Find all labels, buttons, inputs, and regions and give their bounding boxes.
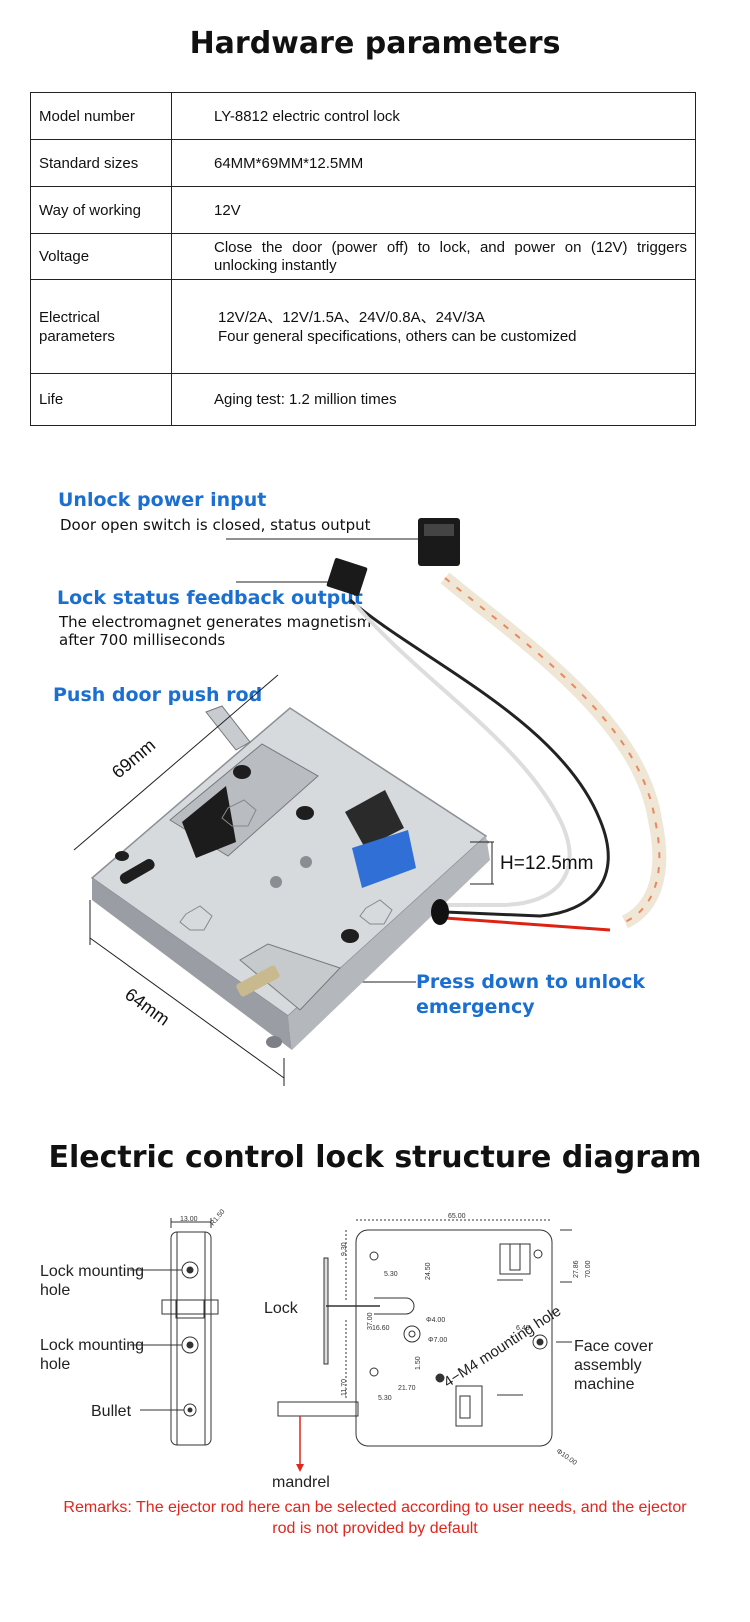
power-connector-icon	[418, 518, 460, 566]
dim-1660: 16.60	[372, 1325, 390, 1332]
param-value: 64MM*69MM*12.5MM	[171, 139, 696, 187]
dim-3700: 37.00	[367, 1312, 374, 1330]
dim-150: 1.50	[415, 1356, 422, 1370]
table-row: Voltage Close the door (power off) to lo…	[30, 233, 696, 280]
dim-2170: 21.70	[398, 1385, 416, 1392]
lock-label: Lock	[264, 1300, 298, 1317]
label-line: machine	[574, 1376, 635, 1393]
dim-640: 6.40	[516, 1325, 530, 1332]
dim-65: 65.00	[448, 1213, 466, 1220]
table-row: Way of working 12V	[30, 186, 696, 234]
param-value: Close the door (power off) to lock, and …	[171, 233, 696, 280]
table-row: Electrical parameters 12V/2A、12V/1.5A、24…	[30, 279, 696, 374]
label-line: assembly	[574, 1357, 642, 1374]
label-line: hole	[40, 1356, 71, 1373]
face-cover-label: Face cover assembly machine	[574, 1337, 653, 1394]
feedback-connector-icon	[326, 558, 368, 596]
dim-r150: R1.50	[209, 1208, 226, 1227]
remarks-note: Remarks: The ejector rod here can be sel…	[20, 1497, 730, 1539]
remarks-line1: Remarks: The ejector rod here can be sel…	[63, 1499, 687, 1516]
params-table: Model number LY-8812 electric control lo…	[30, 92, 696, 426]
page-title: Hardware parameters	[189, 26, 561, 61]
feedback-desc-line2: after 700 milliseconds	[59, 631, 226, 649]
dim-1170: 11.70	[341, 1379, 348, 1396]
dim-530a: 5.30	[384, 1271, 398, 1278]
param-key: Life	[30, 373, 172, 426]
dim-7000: 70.00	[585, 1260, 592, 1278]
diagram-title: Electric control lock structure diagram	[48, 1140, 702, 1175]
dim-height-label: H=12.5mm	[500, 853, 594, 874]
braided-cable-stripe	[444, 577, 661, 923]
param-value: LY-8812 electric control lock	[171, 92, 696, 140]
table-row: Model number LY-8812 electric control lo…	[30, 92, 696, 140]
feedback-output-desc: The electromagnet generates magnetism af…	[59, 613, 371, 649]
emergency-line1: Press down to unlock	[416, 971, 646, 993]
dim-1000: Φ10.00	[555, 1448, 578, 1467]
mandrel-arrowhead	[296, 1464, 304, 1472]
table-row: Life Aging test: 1.2 million times	[30, 373, 696, 426]
label-line: Face cover	[574, 1338, 654, 1355]
dimension-69mm-line	[73, 674, 279, 851]
dim-13: 13.00	[180, 1216, 198, 1223]
structure-diagram: 13.00 R1.50 65.00 9.30 5.30 24.50 37.00 …	[130, 1208, 592, 1472]
lock-body	[90, 705, 490, 1050]
dimension-64mm-line	[89, 900, 285, 1086]
label-line: Lock mounting	[40, 1337, 145, 1354]
feedback-desc-line1: The electromagnet generates magnetism	[59, 613, 372, 631]
unlock-power-input-desc: Door open switch is closed, status outpu…	[60, 516, 371, 534]
param-key: Model number	[30, 92, 172, 140]
lock-mounting-hole-label-1: Lock mounting hole	[40, 1262, 144, 1300]
param-value: Aging test: 1.2 million times	[171, 373, 696, 426]
unlock-power-input-label: Unlock power input	[58, 489, 267, 511]
push-rod-label: Push door push rod	[53, 684, 263, 706]
dim-2450: 24.50	[425, 1262, 432, 1280]
emergency-line2: emergency	[416, 996, 535, 1018]
param-key: Electrical parameters	[30, 279, 172, 374]
param-key: Way of working	[30, 186, 172, 234]
dim-930: 9.30	[341, 1242, 348, 1256]
red-wire	[444, 916, 611, 932]
feedback-output-label: Lock status feedback output	[57, 587, 363, 609]
dimension-height-line	[470, 841, 494, 885]
param-value: 12V	[171, 186, 696, 234]
dim-530b: 5.30	[378, 1395, 392, 1402]
dim-700: Φ7.00	[428, 1337, 447, 1344]
param-value-line2: Four general specifications, others can …	[218, 327, 577, 345]
remarks-line2: rod is not provided by default	[272, 1520, 478, 1537]
lock-photo	[73, 518, 667, 1086]
dim-2786: 27.86	[573, 1260, 580, 1278]
bullet-label: Bullet	[91, 1403, 132, 1420]
white-wire	[353, 602, 572, 907]
dim-400: Φ4.00	[426, 1317, 445, 1324]
front-view	[277, 1219, 572, 1447]
black-wire	[349, 598, 610, 918]
table-row: Standard sizes 64MM*69MM*12.5MM	[30, 139, 696, 187]
label-line: hole	[40, 1282, 71, 1299]
param-value: 12V/2A、12V/1.5A、24V/0.8A、24V/3A Four gen…	[171, 279, 696, 374]
param-key: Standard sizes	[30, 139, 172, 187]
side-view	[130, 1218, 219, 1446]
mandrel-label: mandrel	[272, 1474, 330, 1491]
emergency-unlock-label: Press down to unlock emergency	[416, 970, 645, 1020]
param-value-line1: 12V/2A、12V/1.5A、24V/0.8A、24V/3A	[218, 308, 485, 326]
label-line: Lock mounting	[40, 1263, 145, 1280]
lock-mounting-hole-label-2: Lock mounting hole	[40, 1336, 144, 1374]
param-key: Voltage	[30, 233, 172, 280]
